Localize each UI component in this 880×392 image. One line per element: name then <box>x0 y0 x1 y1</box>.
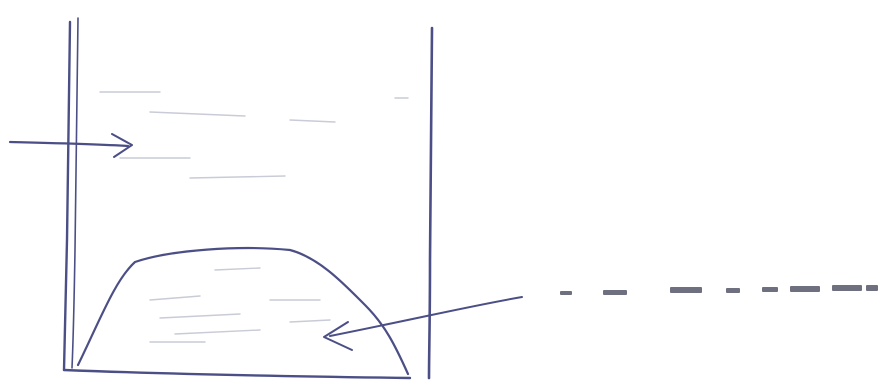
shading-strokes <box>99 91 409 343</box>
container-left-wall <box>62 20 72 372</box>
left-arrow-icon <box>8 133 133 158</box>
right-arrow-icon <box>323 296 523 351</box>
container-right-wall <box>427 26 434 380</box>
mound <box>76 246 410 376</box>
dashed-leader-line <box>560 285 878 295</box>
container <box>62 17 434 380</box>
container-bottom <box>62 368 412 380</box>
